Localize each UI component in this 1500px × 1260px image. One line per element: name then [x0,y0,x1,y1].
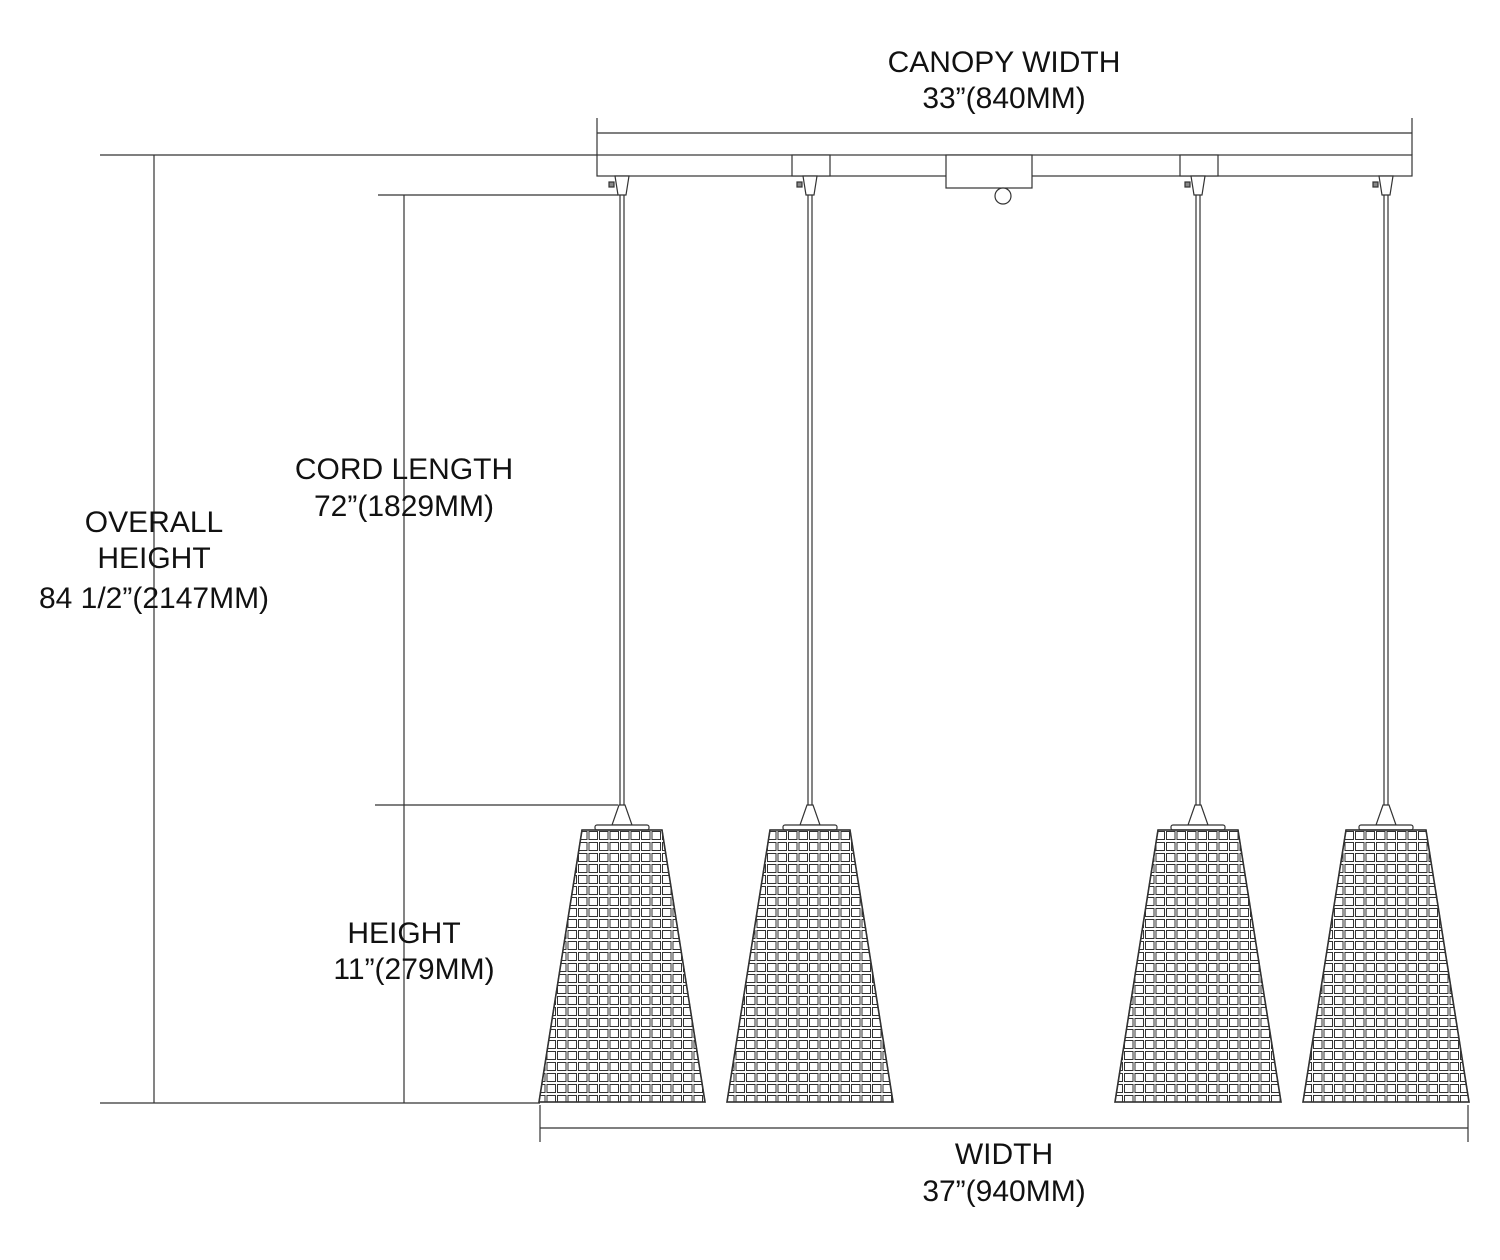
canopy-width-label: CANOPY WIDTH [887,46,1121,79]
overall-height-dimension-line [100,154,597,1104]
mosaic-shade [1302,829,1470,1103]
mosaic-shade [538,829,706,1103]
height-label: HEIGHT [347,917,461,950]
canopy-width-dimension-line [596,118,1413,155]
mosaic-shade [726,829,894,1103]
height-value: 11”(279MM) [333,953,495,986]
pendant-2 [726,175,894,1103]
overall-height-value: 84 1/2”(2147MM) [38,582,270,615]
cord-length-dimension-line [375,194,618,1103]
overall-height-label-2: HEIGHT [97,542,211,575]
canopy [596,154,1413,205]
width-dimension-line [539,1105,1469,1142]
pendant-4 [1302,175,1470,1103]
canopy-width-value: 33”(840MM) [922,82,1086,115]
cord-length-label: CORD LENGTH [294,453,514,486]
pendant-3 [1114,175,1282,1103]
pendant-1 [538,175,706,1103]
cord-length-value: 72”(1829MM) [313,490,495,523]
mosaic-shade [1114,829,1282,1103]
width-value: 37”(940MM) [922,1175,1086,1208]
overall-height-label-1: OVERALL [84,506,224,539]
width-label: WIDTH [954,1138,1054,1171]
